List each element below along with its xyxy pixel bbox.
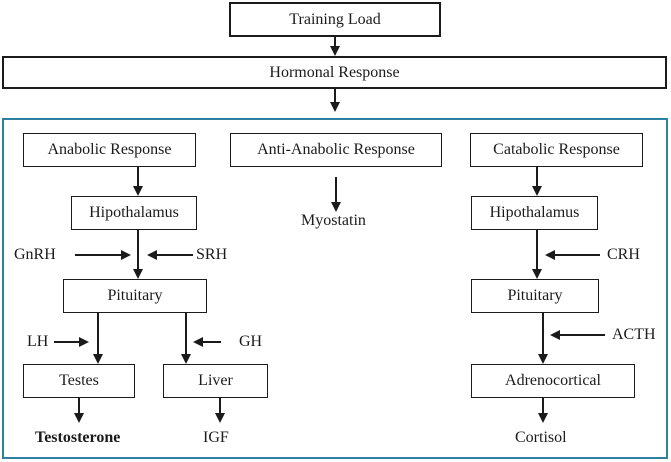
- pituitary-left-box: Pituitary: [63, 279, 207, 313]
- lh-label: LH: [27, 333, 49, 350]
- igf-label: IGF: [203, 429, 229, 446]
- arrow-hipothalamus-to-pituitary-left-line: [137, 230, 139, 270]
- arrow-anti-anabolic-to-myostatin-line: [335, 177, 337, 203]
- arrow-lh-line: [54, 341, 79, 343]
- srh-label: SRH: [196, 246, 228, 263]
- arrow-pituitary-to-testes-line: [97, 313, 99, 355]
- arrow-acth-line: [560, 334, 605, 336]
- arrow-adrenocortical-to-cortisol-line: [542, 398, 544, 414]
- anabolic-response-box: Anabolic Response: [23, 133, 196, 167]
- arrow-crh-line: [555, 254, 600, 256]
- pituitary-right-box: Pituitary: [471, 279, 599, 313]
- arrow-pituitary-to-testes-head: [93, 354, 103, 364]
- cortisol-label: Cortisol: [515, 429, 567, 446]
- hormonal-response-box: Hormonal Response: [2, 56, 667, 89]
- acth-label: ACTH: [612, 326, 656, 343]
- arrow-pituitary-to-liver-line: [185, 313, 187, 355]
- arrow-hipothalamus-to-pituitary-right-head: [532, 269, 542, 279]
- responses-container-frame: [2, 118, 668, 459]
- arrow-gh-line: [203, 341, 221, 343]
- anti-anabolic-response-box: Anti-Anabolic Response: [230, 133, 442, 167]
- arrow-crh-head: [545, 250, 555, 260]
- gnrh-label: GnRH: [14, 246, 56, 263]
- arrow-hormonal-to-container-line: [334, 89, 336, 103]
- arrow-gnrh-head: [121, 250, 131, 260]
- hipothalamus-right-box: Hipothalamus: [471, 196, 598, 230]
- arrow-adrenocortical-to-cortisol-head: [538, 413, 548, 423]
- arrow-anabolic-to-hipothalamus-line: [137, 167, 139, 187]
- arrow-anti-anabolic-to-myostatin-head: [331, 202, 341, 212]
- arrow-catabolic-to-hipothalamus-head: [532, 186, 542, 196]
- arrow-catabolic-to-hipothalamus-line: [536, 167, 538, 187]
- arrow-hipothalamus-to-pituitary-right-line: [536, 230, 538, 270]
- myostatin-label: Myostatin: [301, 212, 366, 229]
- arrow-pituitary-to-liver-head: [181, 354, 191, 364]
- catabolic-response-box: Catabolic Response: [470, 133, 643, 167]
- arrow-anabolic-to-hipothalamus-head: [133, 186, 143, 196]
- liver-box: Liver: [163, 364, 268, 398]
- arrow-liver-to-igf-line: [219, 398, 221, 414]
- arrow-training-to-hormonal-line: [334, 37, 336, 47]
- testes-box: Testes: [23, 364, 135, 398]
- arrow-pituitary-to-adrenocortical-line: [542, 313, 544, 355]
- hipothalamus-left-box: Hipothalamus: [71, 196, 197, 230]
- arrow-acth-head: [550, 330, 560, 340]
- arrow-pituitary-to-adrenocortical-head: [538, 354, 548, 364]
- arrow-srh-line: [157, 254, 193, 256]
- arrow-lh-head: [79, 337, 89, 347]
- arrow-training-to-hormonal-head: [330, 46, 340, 56]
- arrow-srh-head: [147, 250, 157, 260]
- arrow-hipothalamus-to-pituitary-left-head: [133, 269, 143, 279]
- arrow-testes-to-testosterone-line: [78, 398, 80, 414]
- arrow-gnrh-line: [75, 254, 121, 256]
- arrow-gh-head: [193, 337, 203, 347]
- arrow-testes-to-testosterone-head: [74, 413, 84, 423]
- arrow-hormonal-to-container-head: [330, 102, 340, 112]
- testosterone-label: Testosterone: [35, 429, 121, 446]
- crh-label: CRH: [607, 246, 640, 263]
- adrenocortical-box: Adrenocortical: [471, 364, 635, 398]
- arrow-liver-to-igf-head: [215, 413, 225, 423]
- training-load-box: Training Load: [229, 2, 441, 37]
- gh-label: GH: [239, 333, 263, 350]
